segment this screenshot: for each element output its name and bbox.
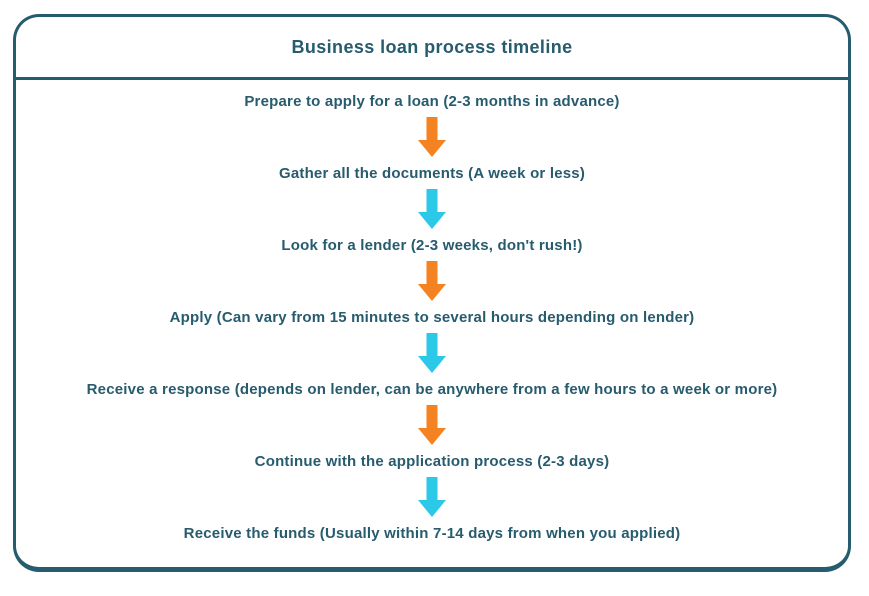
step-label-1: Prepare to apply for a loan (2-3 months …: [244, 92, 620, 110]
page-title: Business loan process timeline: [291, 36, 573, 57]
down-arrow-icon: [418, 405, 446, 445]
down-arrow-icon: [418, 477, 446, 517]
timeline-flow: Prepare to apply for a loan (2-3 months …: [16, 80, 848, 549]
panel-header: Business loan process timeline: [16, 17, 848, 80]
down-arrow-icon: [418, 117, 446, 157]
step-label-2: Gather all the documents (A week or less…: [278, 164, 586, 182]
step-label-3: Look for a lender (2-3 weeks, don't rush…: [281, 236, 583, 254]
step-label-7: Receive the funds (Usually within 7-14 d…: [183, 524, 681, 542]
timeline-panel: Business loan process timeline Prepare t…: [13, 14, 851, 572]
step-label-5: Receive a response (depends on lender, c…: [86, 380, 778, 398]
step-label-6: Continue with the application process (2…: [254, 452, 610, 470]
step-label-4: Apply (Can vary from 15 minutes to sever…: [169, 308, 695, 326]
down-arrow-icon: [418, 189, 446, 229]
down-arrow-icon: [418, 261, 446, 301]
down-arrow-icon: [418, 333, 446, 373]
